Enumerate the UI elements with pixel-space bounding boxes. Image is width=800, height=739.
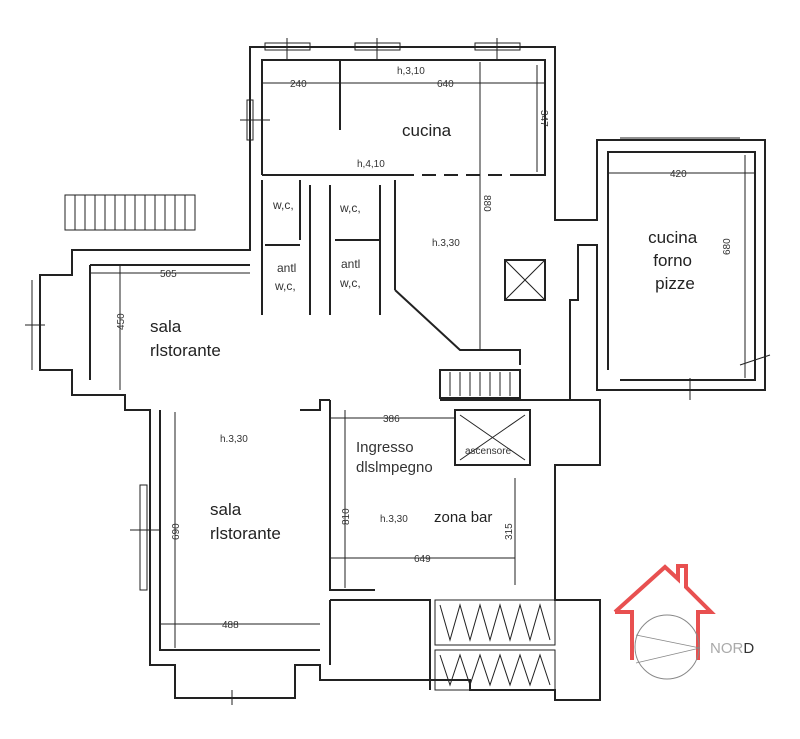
sala-lower-dim-488: 488 (222, 620, 239, 631)
ascensore-label: ascensore (465, 446, 512, 457)
sala-lower-dim-690: 690 (171, 523, 182, 540)
dimension-lines (90, 62, 755, 648)
cucina-dim-240: 240 (290, 79, 307, 90)
stairs (64, 194, 556, 691)
corridor-height: h.3,30 (432, 238, 460, 249)
cucina-height-bottom: h,4,10 (357, 159, 385, 170)
cucina-label: cucina (402, 121, 452, 140)
ingresso-dim-386: 386 (383, 414, 400, 425)
ingresso-label: Ingresso dlslmpegno (356, 439, 433, 476)
wc-right-label: w,c, (339, 201, 361, 215)
ingresso-dim-810: 810 (341, 508, 352, 525)
zona-bar-dim-649: 649 (414, 554, 431, 565)
forno-label: cucina forno pizze (648, 228, 702, 293)
antiwc-left-label: antl w,c, (274, 261, 300, 293)
logo-text: NORD (710, 640, 754, 657)
cucina-dim-347: 347 (538, 110, 549, 127)
corridor-dim-880: 880 (481, 195, 492, 212)
antiwc-right-label: antl w,c, (339, 257, 364, 290)
sala-lower-label: sala rlstorante (210, 500, 281, 543)
sala-upper-dim-450: 450 (116, 313, 127, 330)
house-logo-icon (613, 564, 716, 660)
agency-logo: NORD (613, 564, 754, 680)
windows (25, 38, 771, 705)
wc-left-label: w,c, (272, 198, 294, 212)
sala-upper-dim-505: 505 (160, 269, 177, 280)
zona-bar-height: h.3,30 (380, 514, 408, 525)
forno-dim-680: 680 (722, 238, 733, 255)
forno-dim-420: 420 (670, 169, 687, 180)
zona-bar-dim-315: 315 (504, 523, 515, 540)
cucina-height-top: h,3,10 (397, 66, 425, 77)
zona-bar-label: zona bar (434, 509, 492, 526)
cucina-dim-640: 640 (437, 79, 454, 90)
walls (39, 46, 766, 701)
sala-lower-height: h.3,30 (220, 434, 248, 445)
room-labels: 240 640 h,3,10 cucina h,4,10 347 880 h.3… (116, 66, 733, 631)
sala-upper-label: sala rlstorante (150, 317, 221, 360)
